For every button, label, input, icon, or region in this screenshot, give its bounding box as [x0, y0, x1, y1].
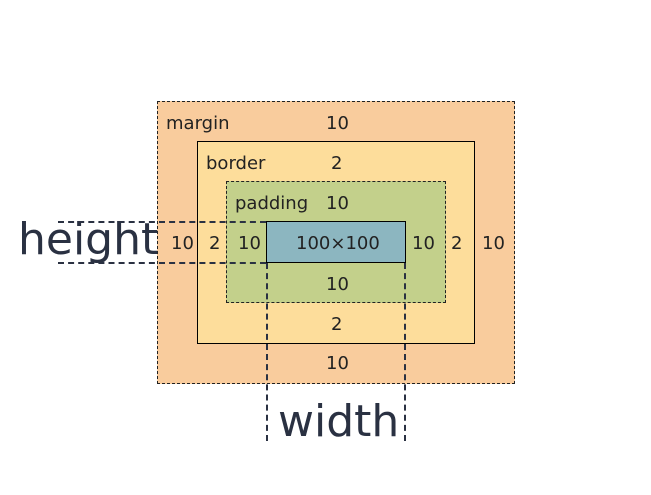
height-guide-top — [58, 221, 266, 223]
height-guide-bottom — [58, 262, 266, 264]
padding-right-value: 10 — [412, 233, 435, 254]
padding-bottom-value: 10 — [326, 274, 349, 295]
border-bottom-value: 2 — [331, 314, 343, 335]
margin-bottom-value: 10 — [326, 353, 349, 374]
border-left-value: 2 — [209, 233, 221, 254]
width-label: width — [278, 396, 400, 447]
padding-top-value: 10 — [326, 193, 349, 214]
padding-left-value: 10 — [238, 233, 261, 254]
border-label: border — [206, 153, 266, 174]
margin-left-value: 10 — [171, 233, 194, 254]
height-label: height — [18, 214, 159, 265]
width-guide-left — [266, 263, 268, 441]
margin-label: margin — [166, 113, 230, 134]
padding-label: padding — [235, 193, 309, 214]
border-top-value: 2 — [331, 153, 343, 174]
border-right-value: 2 — [451, 233, 463, 254]
margin-top-value: 10 — [326, 113, 349, 134]
width-guide-right — [404, 263, 406, 441]
content-box — [266, 221, 406, 263]
content-size-label: 100×100 — [296, 233, 380, 254]
margin-right-value: 10 — [482, 233, 505, 254]
